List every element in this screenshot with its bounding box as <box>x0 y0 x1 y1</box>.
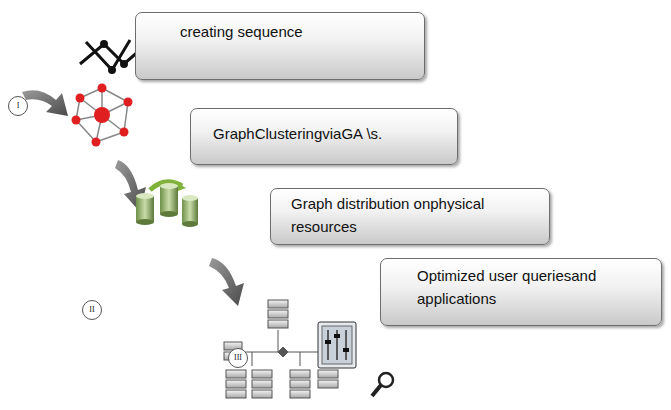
graph-cluster-icon <box>72 84 133 147</box>
box-label: Graph distribution onphysical resources <box>291 193 539 238</box>
magnifier-icon <box>372 373 393 396</box>
callout-number: I <box>8 96 28 116</box>
server-network-icon <box>224 300 356 398</box>
process-box: GraphClusteringviaGA \s. <box>190 108 458 165</box>
process-box: Graph distribution onphysical resources <box>270 188 550 245</box>
callout-number: III <box>228 348 248 368</box>
curved-arrow <box>209 258 244 306</box>
box-label: GraphClusteringviaGA \s. <box>213 123 447 146</box>
process-box: Optimized user queriesand applications <box>380 258 662 326</box>
database-icon <box>136 182 198 227</box>
process-box: creating sequence <box>135 12 425 80</box>
box-label: Optimized user queriesand applications <box>417 265 651 310</box>
sequence-icon <box>80 40 140 73</box>
callout-number: II <box>82 300 102 320</box>
curved-arrow <box>22 90 68 116</box>
box-label: creating sequence <box>180 21 414 44</box>
